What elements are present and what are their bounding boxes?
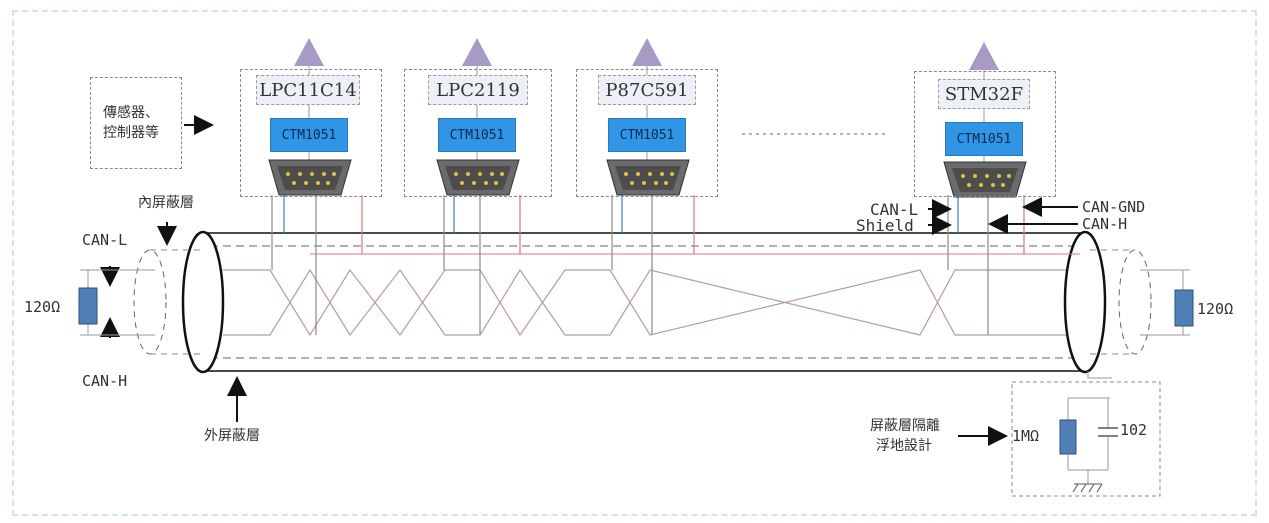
can-h-right-label: CAN-H [1082,215,1128,233]
db9-connector-icon [268,159,352,196]
db9-connectors [268,159,1027,198]
shield-label: Shield [856,216,914,235]
sensor-label-line2: 控制器等 [103,125,159,141]
resistor-icon [1174,289,1194,327]
mcu-label: LPC2119 [428,75,528,105]
antenna-icon [969,42,999,70]
db9-connector-icon [606,159,690,196]
db9-connector-icon [436,159,520,196]
isolation-label-line2: 浮地設計 [876,438,932,454]
antenna-icon [294,38,324,66]
mcu-label: LPC11C14 [256,75,360,105]
isolation-circuit [958,371,1161,497]
signal-arrows [928,197,1078,235]
resistor-icon [78,287,98,325]
can-gnd-label: CAN-GND [1082,198,1146,216]
resistor-value-label: 1MΩ [1012,427,1040,445]
inner-shield-label: 內屏蔽層 [138,195,194,211]
outer-shield-label: 外屏蔽層 [204,428,260,444]
cable-left-end [181,230,225,374]
transceiver: CTM1051 [270,118,348,152]
left-termination-label: 120Ω [24,298,61,316]
transceiver: CTM1051 [608,118,686,152]
resistor-icon [1059,419,1077,455]
sensor-label-line1: 傳感器、 [103,105,159,121]
antenna-icon [632,38,662,66]
ground-icon [1072,483,1103,493]
can-l-label: CAN-L [82,231,128,249]
right-termination-label: 120Ω [1197,300,1234,318]
cable [133,230,1152,374]
can-h-label: CAN-H [82,372,128,390]
outer-frame [12,10,1257,516]
node-3 [576,69,718,197]
can-l-right-label: CAN-L [870,200,919,219]
capacitor-value-label: 102 [1120,421,1148,439]
antenna-icon [462,38,492,66]
mcu-label: P87C591 [598,75,696,105]
isolation-label-line1: 屏蔽層隔離 [870,418,940,434]
right-termination [1140,269,1194,336]
transceiver: CTM1051 [438,118,516,152]
transceiver: CTM1051 [945,122,1023,156]
node-2 [404,69,552,197]
antenna-icons [294,38,999,70]
cable-right-end [1063,230,1107,374]
drop-wires [271,195,1025,335]
twisted-pair [223,268,1066,337]
node-4 [914,71,1056,197]
sensor-box: 傳感器、 控制器等 [90,77,182,169]
mcu-label: STM32F [938,79,1030,109]
left-termination [78,266,155,338]
db9-connector-icon [943,161,1027,198]
node-1 [240,69,382,197]
